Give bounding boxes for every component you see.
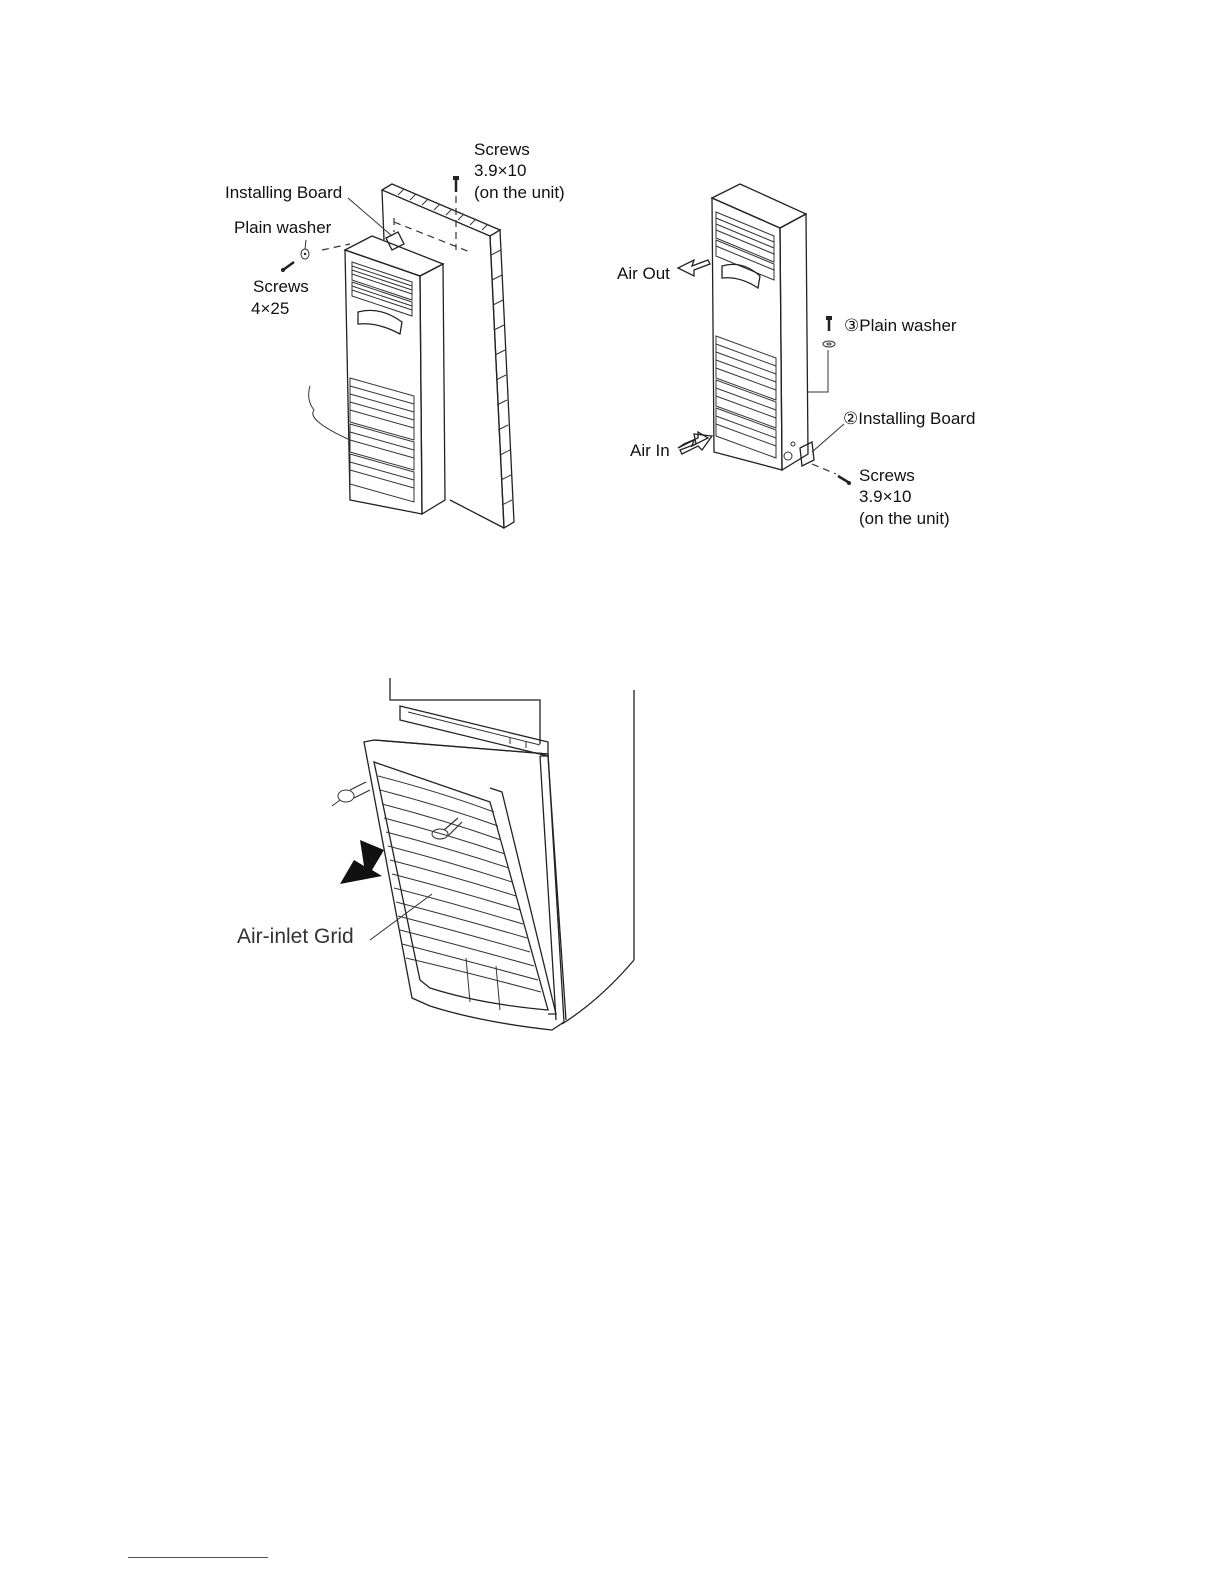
label-installing-board-right: ②Installing Board	[843, 409, 975, 428]
removed-screw-icon	[332, 782, 370, 806]
label-plain-washer-right: ③Plain washer	[844, 316, 957, 335]
indoor-unit-left	[309, 232, 445, 514]
label-screws-left: Screws	[253, 277, 309, 296]
label-air-inlet-grid: Air-inlet Grid	[237, 925, 354, 948]
pull-direction-arrow-icon	[340, 840, 384, 884]
air-out-arrow-icon	[678, 260, 710, 276]
screw-top-icon	[453, 176, 459, 192]
label-screws-top-size: 3.9×10	[474, 161, 526, 180]
indoor-unit-right	[712, 184, 844, 470]
screw-bottom-icon	[838, 476, 851, 485]
label-air-out: Air Out	[617, 264, 670, 283]
label-installing-board: Installing Board	[225, 183, 342, 202]
screw-plain-washer-icon	[826, 316, 832, 331]
air-in-arrow-icon	[678, 432, 712, 454]
washer-right-icon	[823, 341, 835, 347]
figure-floor-standing: Air Out Air In ③Plain washer ②Installing…	[617, 184, 975, 528]
label-air-in: Air In	[630, 441, 670, 460]
label-screws-right-note: (on the unit)	[859, 509, 950, 528]
label-screws-left-size: 4×25	[251, 299, 289, 318]
figure-air-inlet-grid: Air-inlet Grid	[237, 678, 634, 1030]
label-screws-right-size: 3.9×10	[859, 487, 911, 506]
air-inlet-grid-panel	[364, 740, 564, 1030]
washer-icon	[301, 249, 309, 259]
figure-wall-mount: Screws 3.9×10 (on the unit) Installing B…	[225, 140, 565, 528]
label-screws-right: Screws	[859, 466, 915, 485]
panel-screw-icon	[432, 818, 462, 839]
screw-left-icon	[281, 262, 294, 272]
label-screws-top: Screws	[474, 140, 530, 159]
footer-rule	[128, 1557, 268, 1558]
label-plain-washer: Plain washer	[234, 218, 332, 237]
label-screws-top-note: (on the unit)	[474, 183, 565, 202]
unit-body-lower	[390, 678, 634, 1024]
